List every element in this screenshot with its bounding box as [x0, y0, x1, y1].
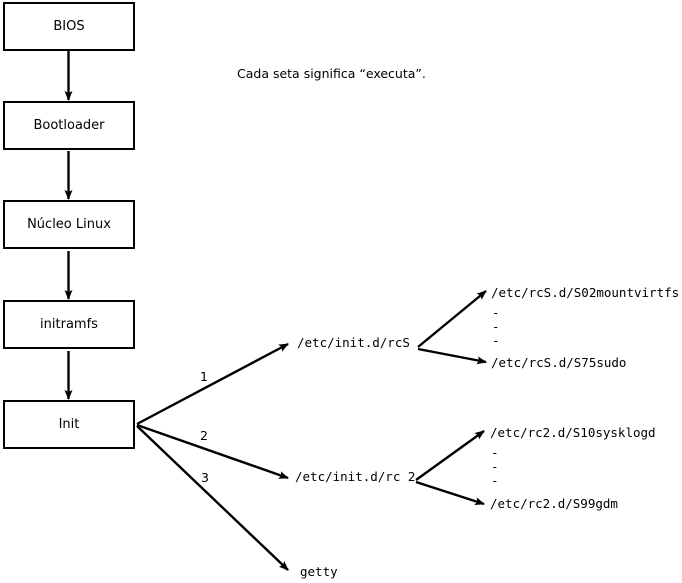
arrow-rcs-to-last-script	[417, 347, 487, 365]
arrow-rc2-to-last-script	[415, 480, 485, 506]
legend-caption: Cada seta significa “executa”.	[237, 66, 426, 81]
rc2-ellipsis-dash-3: -	[491, 473, 499, 488]
label-rc2-last-script[interactable]: /etc/rc2.d/S99gdm	[490, 496, 618, 511]
arrow-init-to-rcs	[136, 342, 289, 426]
node-bios[interactable]: BIOS	[3, 2, 135, 51]
rcs-ellipsis-dash-3: -	[492, 333, 500, 348]
label-rcs-last-script[interactable]: /etc/rcS.d/S75sudo	[491, 355, 627, 370]
node-kernel[interactable]: Núcleo Linux	[3, 200, 135, 249]
node-initramfs-label: initramfs	[40, 317, 98, 332]
arrow-init-to-getty	[136, 425, 289, 571]
node-bios-label: BIOS	[53, 19, 85, 34]
node-kernel-label: Núcleo Linux	[27, 217, 111, 232]
edge-number-2: 2	[200, 428, 208, 443]
label-getty[interactable]: getty	[300, 564, 338, 579]
edge-number-1: 1	[200, 369, 208, 384]
node-init-label: Init	[58, 417, 80, 432]
node-initramfs[interactable]: initramfs	[3, 300, 135, 349]
label-rcs-first-script[interactable]: /etc/rcS.d/S02mountvirtfs	[491, 285, 680, 300]
label-etc-init-d-rc-2[interactable]: /etc/init.d/rc 2	[295, 469, 416, 484]
node-init[interactable]: Init	[3, 400, 135, 449]
rcs-ellipsis-dash-2: -	[492, 319, 500, 334]
rcs-ellipsis-dash-1: -	[492, 305, 500, 320]
rc2-ellipsis-dash-2: -	[491, 459, 499, 474]
node-bootloader[interactable]: Bootloader	[3, 101, 135, 150]
arrow-init-to-rc2	[136, 423, 289, 480]
edge-number-3: 3	[201, 470, 209, 485]
rc2-ellipsis-dash-1: -	[491, 445, 499, 460]
label-etc-init-d-rcs[interactable]: /etc/init.d/rcS	[297, 335, 410, 350]
node-bootloader-label: Bootloader	[33, 118, 105, 133]
arrow-rc2-to-first-script	[415, 430, 485, 481]
arrow-rcs-to-first-script	[417, 290, 487, 348]
label-rc2-first-script[interactable]: /etc/rc2.d/S10sysklogd	[490, 425, 656, 440]
